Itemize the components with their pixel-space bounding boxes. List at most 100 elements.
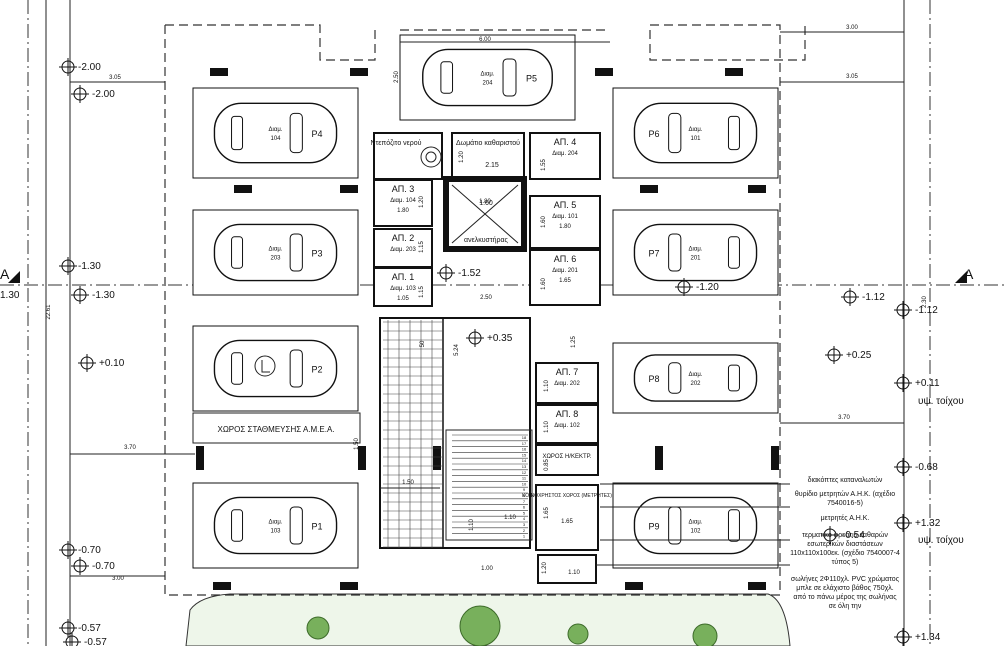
storeroom-dim: 1.80 (397, 208, 409, 214)
dimension-label: 1.25 (571, 336, 577, 348)
storeroom-name: ΑΠ. 7 (556, 367, 579, 377)
step-number: 2 (523, 528, 526, 533)
car-icon (633, 223, 758, 282)
dimension-label: 0.85 (544, 459, 550, 471)
step-number: 13 (522, 464, 527, 469)
level-marker: -1.12 (841, 288, 885, 306)
level-value: +0.35 (487, 333, 513, 344)
step-number: 6 (523, 505, 526, 510)
planting-area (185, 593, 791, 646)
storeroom-unit: Διαμ. 202 (554, 381, 580, 387)
level-marker: +0.11 (894, 374, 940, 392)
stall-id: P1 (312, 522, 323, 532)
dimension-label: 3.05 (846, 74, 858, 80)
level-value: -1.52 (458, 268, 481, 279)
dimension-label: 3.05 (109, 75, 121, 81)
shrub (306, 616, 330, 640)
level-value: -2.00 (92, 89, 115, 100)
storeroom-unit: Διαμ. 104 (390, 198, 416, 204)
dimension-label: 2.50 (394, 71, 400, 83)
storeroom-name: ΑΠ. 5 (554, 200, 577, 210)
level-marker: -0.57 (63, 633, 107, 646)
note-consumer-switches: διακόπτες καταναλωτών (807, 477, 883, 484)
step-number: 10 (522, 481, 527, 486)
level-value: -1.20 (696, 282, 719, 293)
shrub (692, 623, 718, 646)
step-number: 9 (523, 487, 526, 492)
dimension-label: 1.20 (459, 151, 465, 163)
step-number: 17 (522, 441, 527, 446)
lift-label: ανελκυστήρας (464, 237, 509, 244)
level-value: -0.57 (78, 623, 101, 634)
stall-unit-number: 101 (690, 136, 701, 142)
storeroom-outline (373, 267, 433, 307)
dimension-label: 1.20 (419, 196, 425, 208)
level-value: -2.00 (78, 62, 101, 73)
section-line: A A (0, 266, 1004, 286)
stall-unit-label: Διαμ. (689, 520, 703, 526)
shrub (459, 605, 501, 646)
step-number: 18 (522, 435, 527, 440)
level-marker: -0.57 (59, 619, 101, 637)
level-marker: -0.70 (71, 557, 115, 575)
level-marker: +1.32 (894, 514, 941, 532)
storeroom-name: ΑΠ. 4 (554, 137, 577, 147)
storeroom-name: ΑΠ. 8 (556, 409, 579, 419)
dimension-label: 1.55 (541, 159, 547, 171)
stall-unit-number: 104 (270, 136, 281, 142)
level-value: 1.30 (0, 290, 20, 301)
meter-room-label: ΚΟΙΝΟΧΡΗΣΤΟΣ ΧΩΡΟΣ (ΜΕΤΡΗΤΕΣ) (522, 493, 612, 499)
stall-unit-number: 203 (270, 256, 281, 262)
storeroom-name: ΑΠ. 1 (392, 272, 415, 282)
dimension-label: 1.50 (402, 480, 414, 486)
water-tank-icon (420, 146, 442, 168)
stall-id: P9 (648, 522, 659, 532)
level-value: -1.30 (92, 290, 115, 301)
stall-unit-number: 102 (690, 529, 701, 535)
parking-stall-p9: Διαμ. 102 P9 (612, 482, 779, 569)
level-markers: -2.00-2.00-1.301.30-1.30+0.10-0.70-0.70-… (0, 58, 964, 646)
note-terminal-pit: τερματικό φρεάτιο καθαρών εσωτερικών δια… (790, 532, 900, 566)
parking-stall-p3: Διαμ. 203 P3 (192, 209, 359, 296)
storeroom-unit: Διαμ. 203 (390, 247, 416, 253)
storeroom-name: ΑΠ. 2 (392, 233, 415, 243)
level-value: υψ. τοίχου (918, 395, 964, 407)
stall-unit-label: Διαμ. (689, 372, 703, 378)
stall-unit-label: Διαμ. (689, 127, 703, 133)
level-value: +0.11 (915, 378, 940, 389)
wheelchair-icon (254, 355, 276, 377)
wheelchair-symbol (261, 360, 270, 373)
storeroom-name: ΑΠ. 3 (392, 184, 415, 194)
terminal-pit (537, 554, 597, 584)
parking-stall-p2: P2 (192, 325, 359, 412)
storeroom-name: ΑΠ. 6 (554, 254, 577, 264)
shrub (567, 623, 589, 645)
step-number: 16 (522, 447, 527, 452)
dimension-label: 1.50 (354, 438, 360, 450)
stall-unit-label: Διαμ. (269, 247, 283, 253)
level-value: +0.10 (99, 358, 125, 369)
dimension-label: 1.60 (541, 278, 547, 290)
stall-id: P3 (312, 249, 323, 259)
car-icon (213, 339, 338, 398)
storeroom-dim: 1.05 (397, 296, 409, 302)
dimension-label: 1.10 (544, 421, 550, 433)
level-marker: -0.68 (894, 458, 938, 476)
dimension-label: 3.70 (124, 445, 136, 451)
annotation-notes: διακόπτες καταναλωτών θυρίδιο μετρητών Α… (596, 477, 900, 610)
level-marker: -0.54 (821, 526, 865, 544)
level-marker: 1.30 (0, 290, 20, 301)
dimension-label: 5.24 (454, 344, 460, 356)
stall-unit-label: Διαμ. (689, 247, 703, 253)
stair-hatching (383, 318, 444, 548)
storeroom-outline (529, 195, 601, 249)
